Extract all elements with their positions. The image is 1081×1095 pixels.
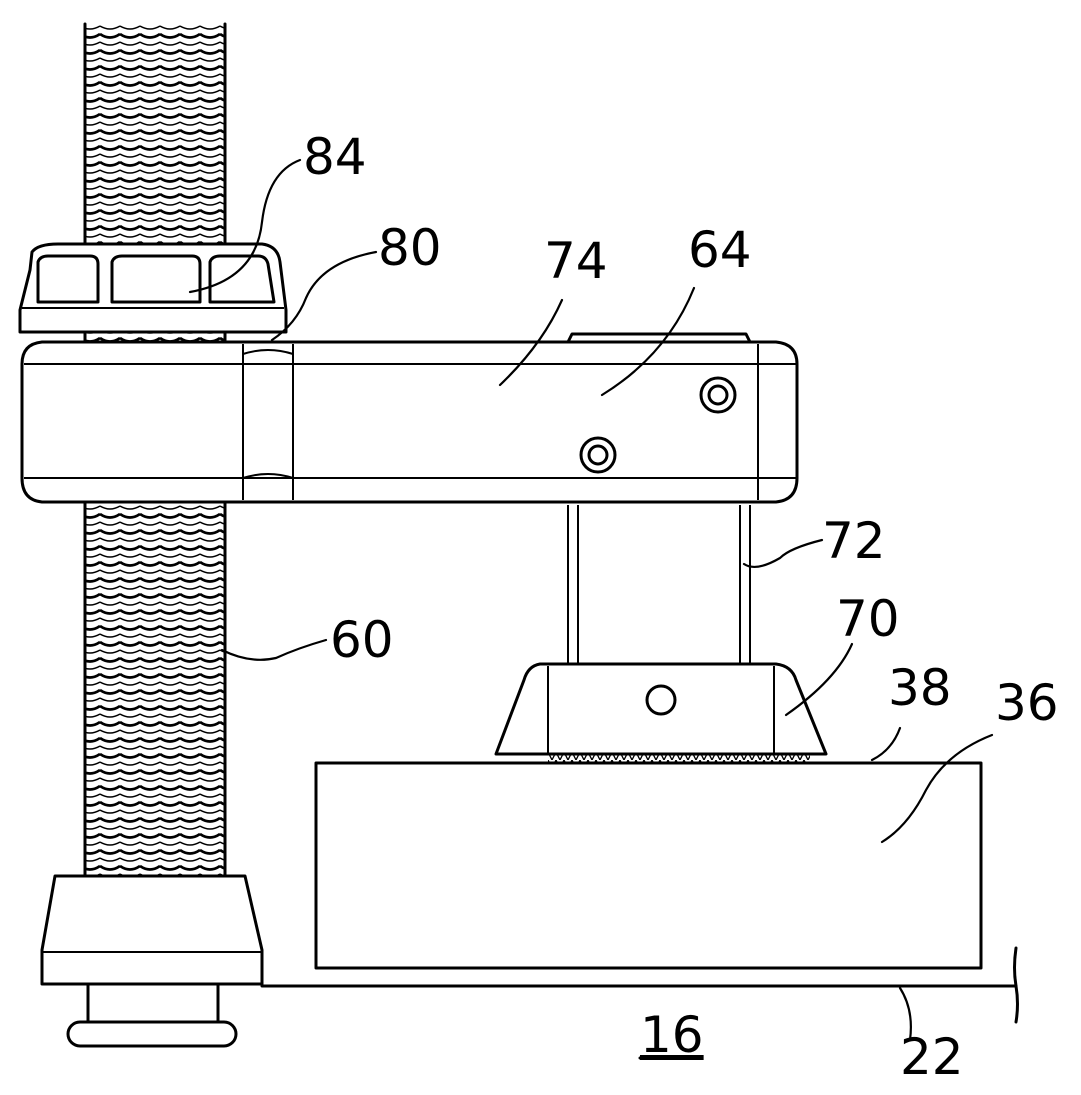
workpiece-36 <box>316 763 981 968</box>
pressure-pad-70 <box>496 664 826 763</box>
label-60: 60 <box>330 611 394 669</box>
label-64: 64 <box>688 221 752 279</box>
clamp-arm-74 <box>22 334 797 502</box>
label-36: 36 <box>995 674 1059 732</box>
label-72: 72 <box>822 512 886 570</box>
spindle-foot <box>42 876 262 1046</box>
label-38: 38 <box>888 659 952 717</box>
label-80: 80 <box>378 219 442 277</box>
label-70: 70 <box>836 590 900 648</box>
label-16: 16 <box>640 1006 704 1064</box>
label-84: 84 <box>303 128 367 186</box>
label-22: 22 <box>900 1028 964 1086</box>
locking-nut-84 <box>20 244 286 332</box>
guide-rods-72 <box>568 505 750 664</box>
label-74: 74 <box>544 232 608 290</box>
